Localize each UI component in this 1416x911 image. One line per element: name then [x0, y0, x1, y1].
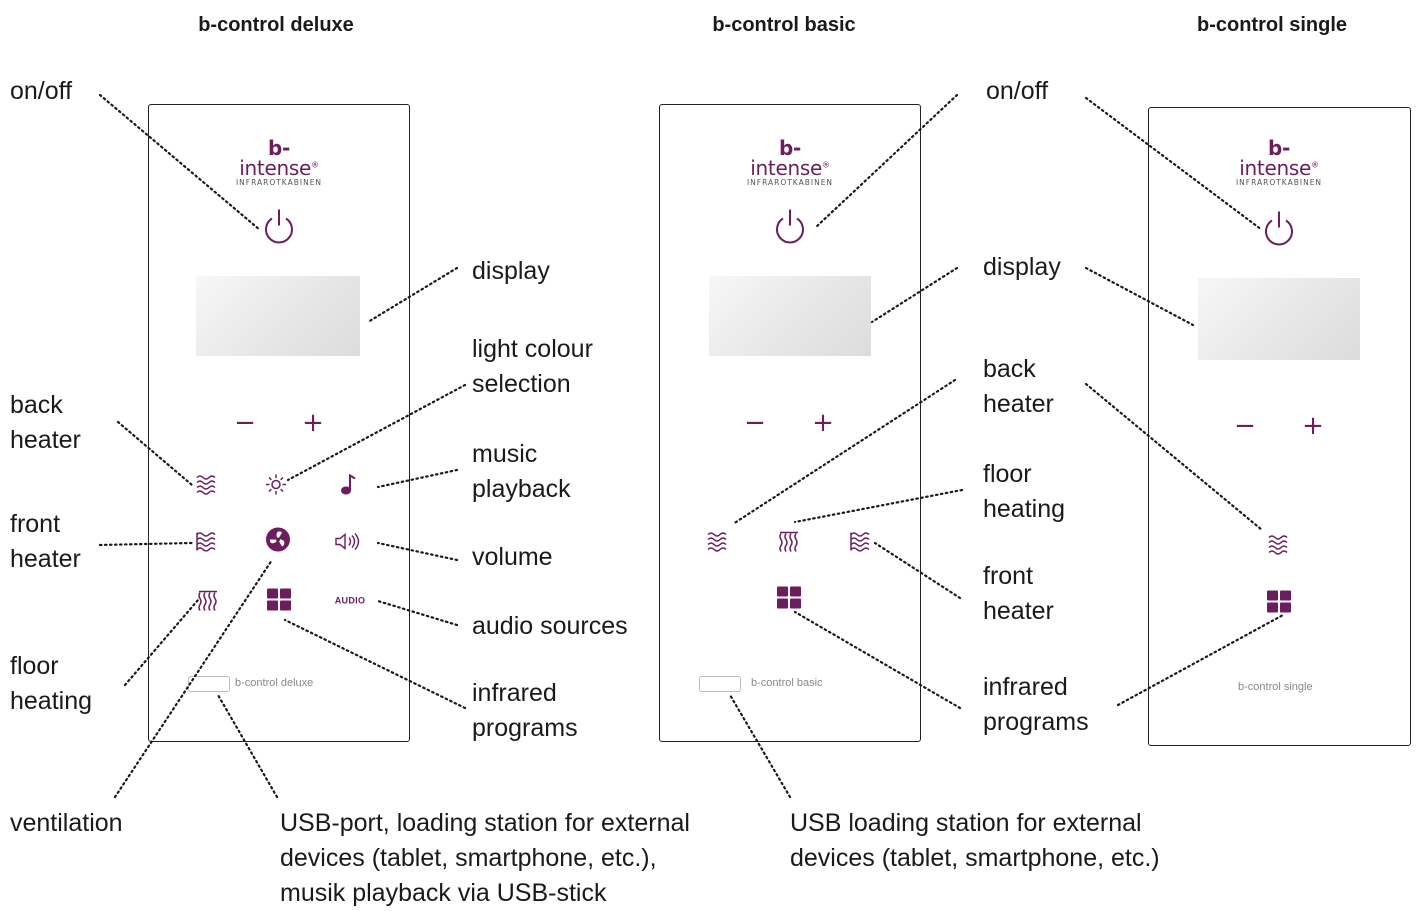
model-label-basic: b-control basic [751, 677, 823, 689]
grid-icon[interactable] [777, 586, 801, 612]
usb-port[interactable] [699, 676, 741, 692]
brand-logo-basic: b-intense® INFRAROTKABINEN [746, 136, 834, 187]
back-heater-icon[interactable] [1268, 534, 1290, 559]
floor-heating-icon[interactable] [197, 590, 219, 615]
label-on-off-basic: on/off [986, 77, 1049, 105]
model-label-deluxe: b-control deluxe [235, 677, 314, 689]
title-basic: b-control basic [712, 14, 856, 36]
label-audio-sources: audio sources [472, 612, 628, 640]
title-deluxe: b-control deluxe [198, 14, 354, 36]
audio-button[interactable]: AUDIO [334, 595, 366, 606]
label-on-off: on/off [10, 77, 73, 105]
brand-logo-deluxe: b-intense® INFRAROTKABINEN [235, 136, 323, 187]
back-heater-icon[interactable] [707, 531, 729, 556]
panel-basic [659, 104, 921, 742]
sun-icon[interactable] [265, 474, 287, 499]
power-icon[interactable] [1262, 210, 1296, 251]
front-heater-icon[interactable] [196, 532, 218, 555]
label-display-basic: display [983, 253, 1061, 281]
brand-logo-single: b-intense® INFRAROTKABINEN [1235, 136, 1323, 187]
label-volume: volume [472, 543, 553, 571]
display-screen [196, 276, 360, 356]
floor-heating-icon[interactable] [778, 531, 800, 556]
display-screen [1198, 278, 1360, 360]
plus-button[interactable]: + [302, 408, 324, 438]
speaker-icon[interactable] [334, 532, 362, 555]
plus-button[interactable]: + [1302, 411, 1324, 441]
usb-port[interactable] [188, 676, 230, 692]
minus-button[interactable]: − [744, 408, 766, 438]
panel-single [1148, 107, 1411, 746]
model-label-single: b-control single [1238, 681, 1313, 693]
grid-icon[interactable] [267, 588, 291, 614]
label-display: display [472, 257, 550, 285]
back-heater-icon[interactable] [196, 474, 218, 499]
minus-button[interactable]: − [1234, 411, 1256, 441]
panel-deluxe [148, 104, 410, 742]
grid-icon[interactable] [1267, 590, 1291, 616]
minus-button[interactable]: − [234, 408, 256, 438]
music-note-icon[interactable] [340, 473, 356, 499]
plus-button[interactable]: + [812, 408, 834, 438]
title-single: b-control single [1197, 14, 1347, 36]
power-icon[interactable] [773, 208, 807, 249]
front-heater-icon[interactable] [850, 532, 872, 555]
fan-icon[interactable] [265, 527, 291, 556]
power-icon[interactable] [262, 208, 296, 249]
label-ventilation: ventilation [10, 809, 123, 837]
display-screen [709, 276, 871, 356]
